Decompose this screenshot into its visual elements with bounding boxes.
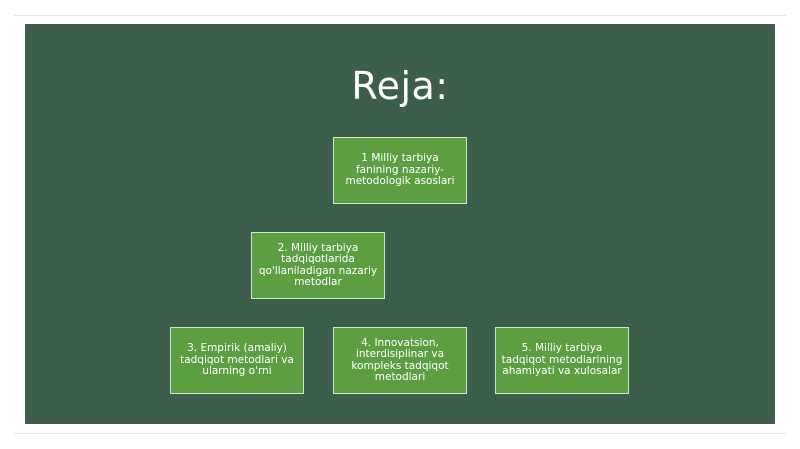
bottom-divider [14, 433, 786, 434]
plan-item-2-label: 2. Milliy tarbiya tadqiqotlarida qo'llan… [258, 241, 378, 288]
plan-item-3-label: 3. Empirik (amaliy) tadqiqot metodlari v… [180, 342, 294, 378]
plan-item-1-label: 1 Milliy tarbiya fanining nazariy-metodo… [345, 152, 455, 188]
plan-item-2: 2. Milliy tarbiya tadqiqotlarida qo'llan… [251, 232, 385, 299]
plan-item-4: 4. Innovatsion, interdisiplinar va kompl… [333, 327, 467, 394]
top-divider [14, 15, 786, 16]
slide-title: Reja: [351, 64, 449, 108]
plan-item-5: 5. Milliy tarbiya tadqiqot metodlarining… [495, 327, 629, 394]
plan-item-4-label: 4. Innovatsion, interdisiplinar va kompl… [351, 336, 449, 383]
plan-item-1: 1 Milliy tarbiya fanining nazariy-metodo… [333, 137, 467, 204]
plan-item-5-label: 5. Milliy tarbiya tadqiqot metodlarining… [501, 342, 623, 378]
plan-item-3: 3. Empirik (amaliy) tadqiqot metodlari v… [170, 327, 304, 394]
